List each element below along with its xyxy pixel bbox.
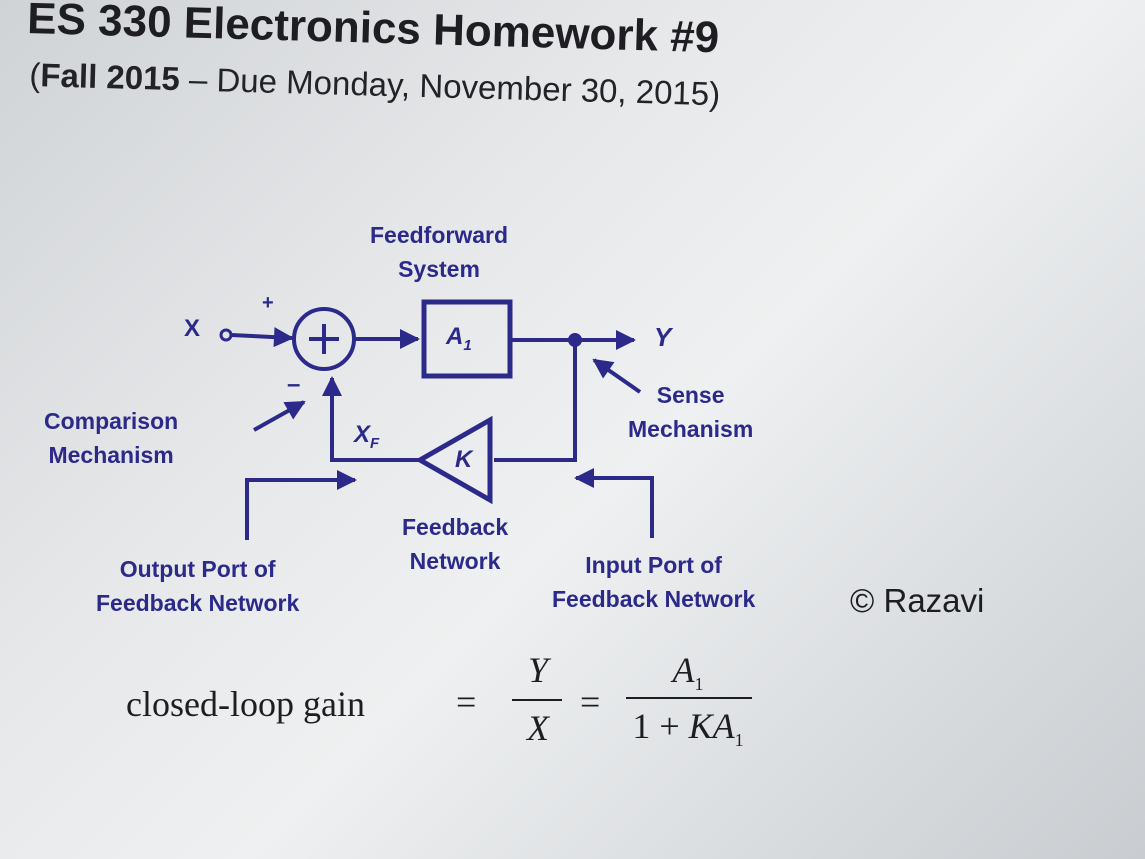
frac1-bar — [512, 699, 562, 701]
minus-sign: – — [287, 371, 301, 398]
xf-symbol: X — [354, 421, 371, 448]
frac2-den-expr: 1 + KA — [632, 706, 735, 746]
frac2-bar — [626, 697, 752, 699]
input-port-label: Input Port of Feedback Network — [552, 552, 756, 612]
frac2-num-subscript: 1 — [694, 674, 704, 695]
closed-loop-gain-formula: closed-loop gain = Y X = A1 1 + KA1 — [126, 650, 766, 755]
sense-wire — [494, 340, 577, 462]
frac2-num-symbol: A — [672, 650, 695, 690]
sense-mechanism-label: Sense Mechanism — [628, 382, 754, 442]
feedback-block — [414, 415, 493, 505]
input-label: X — [184, 315, 201, 342]
a1-subscript: 1 — [463, 336, 472, 354]
xf-subscript: F — [370, 434, 380, 452]
frac2-numerator: A1 — [622, 649, 754, 695]
comparison-pointer — [253, 400, 306, 432]
formula-lhs: closed-loop gain — [126, 684, 365, 724]
frac1-denominator: X — [527, 708, 549, 748]
frac2-den-subscript: 1 — [734, 730, 744, 751]
input-port-bracket — [574, 468, 654, 538]
formula-equals-1: = — [456, 682, 477, 722]
plus-sign: + — [262, 292, 274, 314]
output-port-label: Output Port of Feedback Network — [96, 556, 300, 616]
sense-pointer — [592, 358, 642, 394]
feedforward-block-label: A1 — [446, 320, 472, 363]
frac1-numerator: Y — [527, 650, 549, 690]
comparison-mechanism-label: Comparison Mechanism — [44, 408, 179, 468]
output-port-bracket — [245, 470, 357, 540]
credit-razavi: © Razavi — [850, 582, 985, 619]
feedback-block-label: K — [455, 446, 473, 473]
feedback-return-wire — [322, 376, 420, 462]
feedforward-system-label: Feedforward System — [370, 222, 509, 282]
a1-symbol: A — [446, 323, 464, 350]
formula-equals-2: = — [580, 682, 601, 722]
frac2-denominator: 1 + KA1 — [620, 705, 756, 751]
feedback-signal-label: XF — [354, 418, 379, 461]
input-wire — [230, 327, 294, 348]
input-terminal — [219, 328, 233, 342]
output-label: Y — [654, 322, 672, 352]
feedback-network-label: Feedback Network — [402, 514, 509, 574]
